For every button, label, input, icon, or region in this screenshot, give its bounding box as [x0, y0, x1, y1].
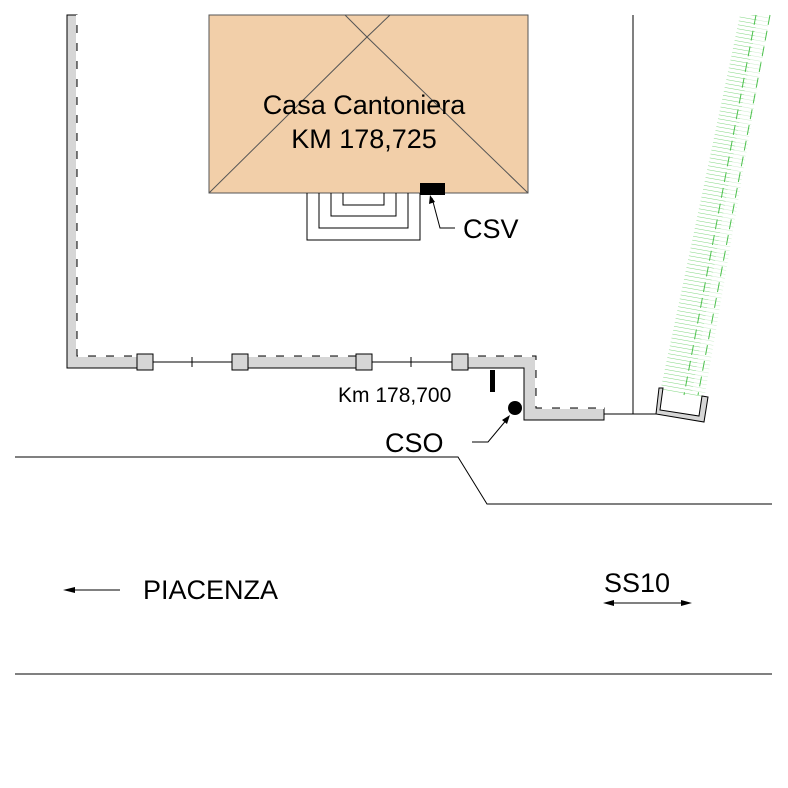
- csv-leader: [431, 197, 455, 229]
- building-name: Casa Cantoniera: [263, 90, 467, 120]
- cso-marker: [508, 401, 522, 415]
- arrowhead-icon: [429, 195, 435, 204]
- km-label: Km 178,700: [338, 384, 451, 407]
- boundary-wall: [66, 14, 660, 421]
- building-casa-cantoniera: Casa Cantoniera KM 178,725: [208, 14, 529, 194]
- road-name: SS10: [604, 568, 670, 598]
- road-edge-top: [15, 456, 772, 505]
- arrow-left-icon: [63, 587, 75, 593]
- csv-label: CSV: [463, 214, 519, 244]
- arrow-left-icon: [603, 600, 614, 606]
- drainage-channel: [655, 14, 771, 423]
- arrow-right-icon: [681, 600, 692, 606]
- arrowhead-icon: [502, 415, 510, 424]
- fence-posts: [136, 353, 469, 371]
- building-km: KM 178,725: [291, 124, 437, 154]
- km-post: [490, 370, 495, 392]
- entrance-steps: [306, 193, 421, 241]
- csv-marker: [420, 183, 445, 195]
- direction-label: PIACENZA: [143, 575, 278, 605]
- cso-label: CSO: [385, 428, 444, 458]
- cso-leader: [472, 417, 509, 443]
